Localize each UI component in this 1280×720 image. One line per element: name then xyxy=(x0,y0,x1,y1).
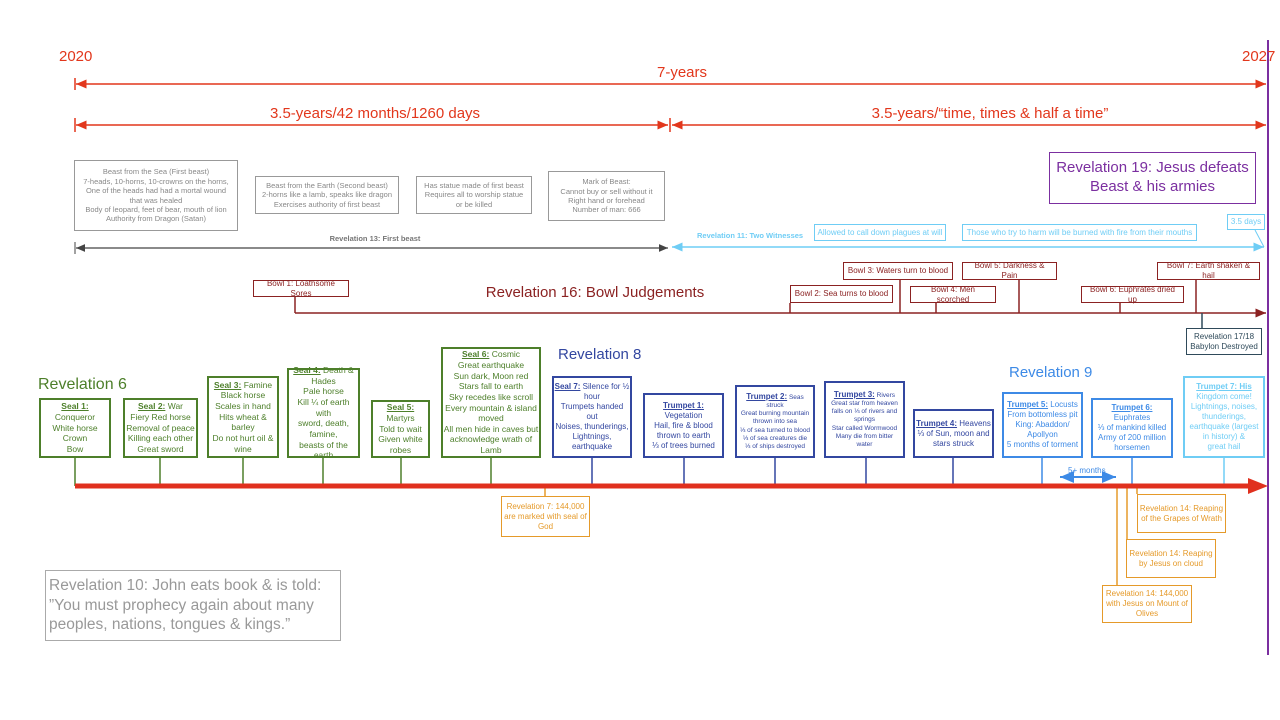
year-end: 2027 xyxy=(1242,48,1276,65)
second-half-label: 3.5-years/“time, times & half a time” xyxy=(871,105,1109,122)
rev14-grapes-box: Revelation 14: Reaping of the Grapes of … xyxy=(1137,494,1226,533)
bowl-2: Bowl 2: Sea turns to blood xyxy=(790,285,893,303)
bowl-5: Bowl 5: Darkness & Pain xyxy=(962,261,1057,280)
rev14-144000-box: Revelation 14: 144,000 with Jesus on Mou… xyxy=(1102,585,1192,623)
rev9-label: Revelation 9 xyxy=(1009,364,1093,381)
bowl-6: Bowl 6: Euphrates dried up xyxy=(1081,285,1184,304)
main-timeline-arrowhead xyxy=(1248,478,1268,494)
babylon-box: Revelation 17/18 Babylon Destroyed xyxy=(1186,328,1262,355)
trumpet-1: Trumpet 1:Vegetation Hail, fire & blood … xyxy=(643,393,724,458)
beast-earth-box: Beast from the Earth (Second beast) 2-ho… xyxy=(255,176,399,214)
bowl-7: Bowl 7: Earth shaken & hail xyxy=(1157,261,1260,280)
bowl-4: Bowl 4: Men scorched xyxy=(910,285,996,304)
three-half-days-box: 3.5 days xyxy=(1227,214,1265,230)
months-label: 5+ months xyxy=(1068,466,1106,475)
rev10-box: Revelation 10: John eats book & is told:… xyxy=(45,570,341,641)
statue-box: Has statue made of first beast Requires … xyxy=(416,176,532,214)
first-half-label: 3.5-years/42 months/1260 days xyxy=(269,105,481,122)
bowl-1: Bowl 1: Loathsome Sores xyxy=(253,279,349,298)
rev7-box: Revelation 7: 144,000 are marked with se… xyxy=(501,496,590,537)
witness-plagues-box: Allowed to call down plagues at will xyxy=(814,224,946,241)
rev19-box: Revelation 19: Jesus defeats Beast & his… xyxy=(1049,152,1256,204)
seal-5: Seal 5:Martyrs Told to wait Given white … xyxy=(371,400,430,458)
rev14-cloud-box: Revelation 14: Reaping by Jesus on cloud xyxy=(1126,539,1216,578)
seal-1: Seal 1:Conqueror White horse Crown Bow xyxy=(39,398,111,458)
rev11-label: Revelation 11: Two Witnesses xyxy=(697,231,804,240)
trumpet-6: Trumpet 6:Euphrates ⅓ of mankind killed … xyxy=(1091,398,1173,458)
rev8-label: Revelation 8 xyxy=(558,346,642,363)
rev6-label: Revelation 6 xyxy=(38,376,127,393)
rev16-label: Revelation 16: Bowl Judgements xyxy=(485,284,705,301)
mark-of-beast-box: Mark of Beast: Cannot buy or sell withou… xyxy=(548,171,665,221)
rev13-label: Revelation 13: First beast xyxy=(329,234,421,243)
year-start: 2020 xyxy=(59,48,93,65)
beast-sea-box: Beast from the Sea (First beast) 7-heads… xyxy=(74,160,238,231)
bowl-3: Bowl 3: Waters turn to blood xyxy=(843,262,953,280)
witness-fire-box: Those who try to harm will be burned wit… xyxy=(962,224,1197,241)
seven-years-label: 7-years xyxy=(656,64,708,81)
